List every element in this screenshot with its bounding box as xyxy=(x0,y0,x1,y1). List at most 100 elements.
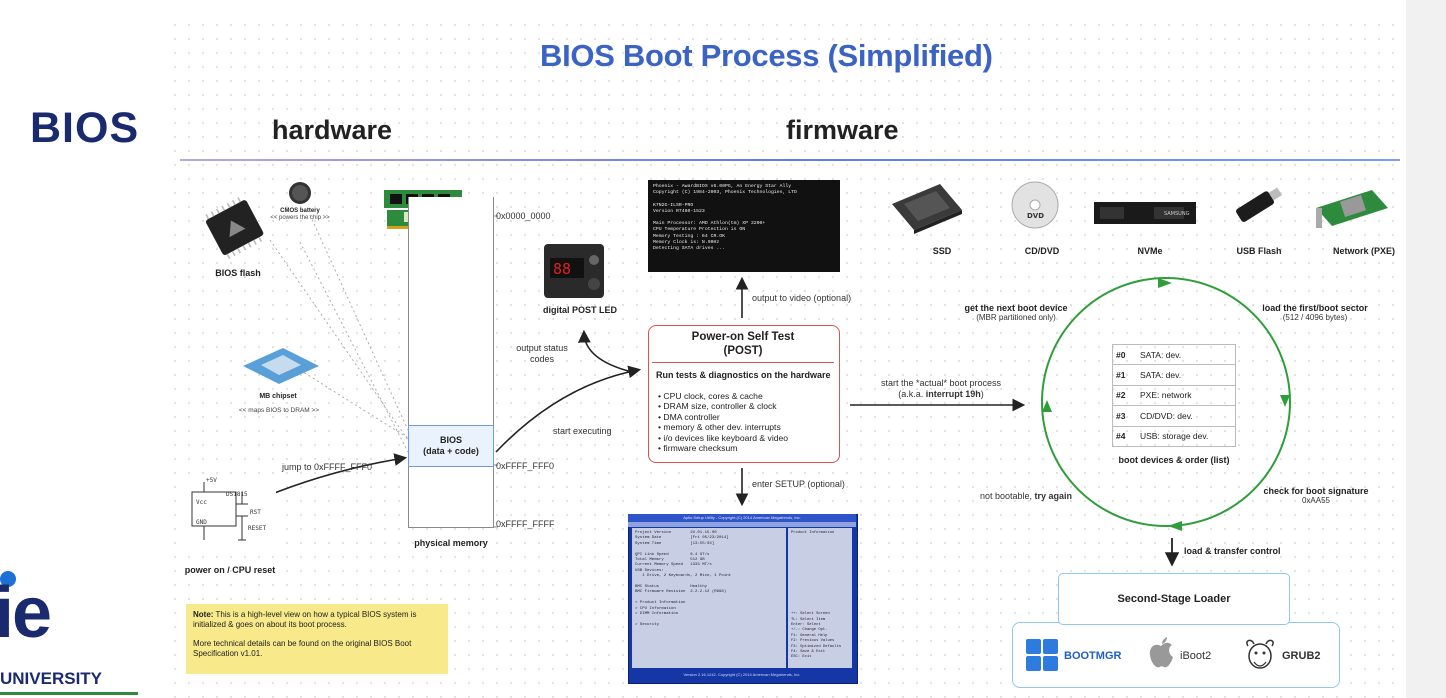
network-card-icon xyxy=(1316,190,1388,228)
start-executing-label: start executing xyxy=(553,426,612,436)
right-scroll-strip xyxy=(1406,0,1446,698)
boot-cycle xyxy=(1041,277,1291,527)
windows-icon xyxy=(1026,639,1058,671)
university-label: UNIVERSITY xyxy=(0,669,103,688)
svg-text:DVD: DVD xyxy=(1027,212,1044,220)
mb-chipset-icon xyxy=(243,348,319,384)
post-test-item: firmware checksum xyxy=(658,443,788,453)
check-signature-label: check for boot signature xyxy=(1263,486,1369,496)
hardware-heading: hardware xyxy=(272,115,393,145)
boot-order-device: CD/DVD: dev. xyxy=(1137,405,1236,427)
boot-order-device: SATA: dev. xyxy=(1137,364,1236,386)
device-ssd-label: SSD xyxy=(932,246,952,256)
physical-memory-label: physical memory xyxy=(414,538,488,548)
post-title: Power-on Self Test (POST) xyxy=(648,325,838,363)
check-signature-sub: 0xAA55 xyxy=(1301,496,1331,505)
post-test-item: CPU clock, cores & cache xyxy=(658,391,788,401)
boot-order-device: SATA: dev. xyxy=(1137,343,1236,366)
svg-text:SAMSUNG: SAMSUNG xyxy=(1164,211,1190,217)
boot-start-line2: (a.k.a. interrupt 19h) xyxy=(876,389,1006,400)
post-divider xyxy=(652,362,834,363)
jump-arrow xyxy=(261,453,408,499)
second-stage-loader: Second-Stage Loader xyxy=(1058,573,1290,625)
boot-start-pre: (a.k.a. xyxy=(898,389,926,399)
nvme-icon: SAMSUNG xyxy=(1094,202,1196,224)
check-signature-step: check for boot signature 0xAA55 xyxy=(1254,486,1378,505)
next-device-sub: (MBR partitioned only) xyxy=(976,313,1056,322)
setup-title-bar: Aptio Setup Utility - Copyright (C) 2014… xyxy=(628,514,856,522)
usb-flash-icon xyxy=(1236,187,1283,222)
next-device-label: get the next boot device xyxy=(964,303,1068,313)
setup-help-panel: Product Information ++: Select Screen TL… xyxy=(788,528,852,668)
loader-grub2: GRUB2 xyxy=(1282,650,1321,662)
status-codes-arrow xyxy=(577,329,633,373)
firmware-heading: firmware xyxy=(786,115,899,145)
jump-label: jump to 0xFFFF_FFF0 xyxy=(282,462,373,472)
status-codes-label: output status codes xyxy=(516,343,568,364)
interrupt-label: interrupt 19h xyxy=(925,389,981,399)
boot-table-label: boot devices & order (list) xyxy=(1118,455,1230,465)
physical-memory-map xyxy=(408,197,494,528)
bios-flash-chip-icon xyxy=(205,197,264,259)
section-separator xyxy=(180,159,1400,161)
note-text-2: More technical details can be found on t… xyxy=(193,639,412,658)
address-start: 0x0000_0000 xyxy=(496,211,551,221)
not-bootable-text: not bootable, xyxy=(980,491,1035,501)
post-title-text: Power-on Self Test (POST) xyxy=(691,331,795,357)
boot-order-number: #0 xyxy=(1112,343,1137,366)
ssd-icon xyxy=(892,184,962,234)
post-test-item: i/o devices like keyboard & video xyxy=(658,433,788,443)
post-test-item: DMA controller xyxy=(658,412,788,422)
svg-text:GND: GND xyxy=(196,519,207,526)
setup-footer: Version 2.16.1242. Copyright (C) 2014 Am… xyxy=(683,672,801,677)
loader-iboot2: iBoot2 xyxy=(1180,650,1212,662)
load-sector-step: load the first/boot sector (512 / 4096 b… xyxy=(1250,303,1380,322)
setup-main-panel: Project Version 2U.01.15.00 System Date … xyxy=(632,528,786,668)
output-video-label: output to video (optional) xyxy=(752,293,852,303)
load-sector-label: load the first/boot sector xyxy=(1262,303,1368,313)
cd-dvd-icon: DVD xyxy=(1011,181,1059,229)
svg-text:DS1815: DS1815 xyxy=(226,491,248,498)
note-bold: Note: xyxy=(193,610,214,619)
not-bootable-label: not bootable, try again xyxy=(980,491,1072,501)
boot-start-line1: start the *actual* boot process xyxy=(880,378,1002,388)
post-test-list: CPU clock, cores & cache DRAM size, cont… xyxy=(658,391,788,453)
memory-bios-region-label: BIOS (data + code) xyxy=(423,435,479,456)
mb-chipset-note: << maps BIOS to DRAM >> xyxy=(238,407,320,414)
try-again-text: try again xyxy=(1034,491,1073,501)
load-sector-sub: (512 / 4096 bytes) xyxy=(1282,313,1348,322)
load-transfer-label: load & transfer control xyxy=(1184,546,1281,556)
power-on-reset-label: power on / CPU reset xyxy=(184,565,276,575)
cmos-battery-label: CMOS battery xyxy=(280,208,320,214)
dotted-mapping-lines xyxy=(269,214,409,453)
loader-bootmgr: BOOTMGR xyxy=(1064,650,1122,662)
boot-order-device: PXE: network xyxy=(1137,384,1236,407)
post-led-label: digital POST LED xyxy=(542,305,617,315)
bios-flash-label: BIOS flash xyxy=(215,268,261,278)
cmos-battery-note: << powers the chip >> xyxy=(270,215,330,221)
note-text: This is a high-level view on how a typic… xyxy=(193,610,417,629)
ie-logo-dot xyxy=(0,571,16,587)
ie-logo: ie xyxy=(0,573,52,653)
next-device-step: get the next boot device (MBR partitione… xyxy=(956,303,1076,322)
enter-setup-label: enter SETUP (optional) xyxy=(752,479,845,489)
svg-text:RST: RST xyxy=(250,509,261,516)
svg-text:Vcc: Vcc xyxy=(196,499,207,506)
svg-text:88: 88 xyxy=(553,260,571,278)
device-cddvd-label: CD/DVD xyxy=(1024,246,1060,256)
cmos-battery-icon xyxy=(289,182,311,204)
note-sticky: Note: This is a high-level view on how a… xyxy=(186,604,448,674)
boot-order-number: #3 xyxy=(1112,405,1137,427)
boot-order-number: #2 xyxy=(1112,384,1137,407)
device-network-label: Network (PXE) xyxy=(1332,246,1395,256)
device-nvme-label: NVMe xyxy=(1137,246,1163,256)
mb-chipset-label: MB chipset xyxy=(259,393,297,400)
bios-logo: BIOS xyxy=(30,104,140,152)
gnu-icon xyxy=(1246,639,1274,669)
